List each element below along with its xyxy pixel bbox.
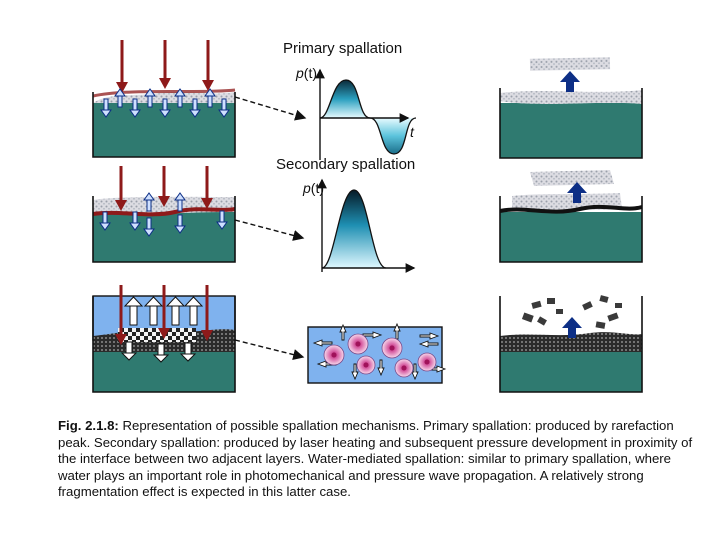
- water-sample-left: [92, 285, 236, 393]
- connector-arrow: [234, 219, 305, 241]
- pressure-arrow: [120, 296, 204, 363]
- secondary-sample-right: [499, 170, 643, 263]
- caption-lead: Fig. 2.1.8:: [58, 418, 119, 433]
- secondary-spallation-title: Secondary spallation: [276, 156, 416, 173]
- fragment: [521, 295, 622, 329]
- pressure-axis-label: p(t): [303, 180, 325, 196]
- secondary-sample-left: [92, 166, 236, 263]
- water-sample-right: [499, 295, 643, 393]
- laser-beam-arrow: [115, 166, 213, 211]
- pressure-arrow: [100, 88, 230, 118]
- ejection-arrow: [562, 317, 582, 338]
- laser-beam-arrow: [116, 40, 214, 93]
- caption-text: Representation of possible spallation me…: [58, 418, 693, 500]
- primary-pressure-plot: [315, 68, 417, 160]
- pressure-arrow: [312, 322, 447, 381]
- connector-arrow: [234, 96, 307, 121]
- primary-sample-right: [499, 57, 643, 159]
- secondary-pressure-plot: [317, 178, 416, 273]
- ejection-arrow: [567, 182, 587, 203]
- laser-beam-arrow: [115, 285, 213, 345]
- figure-caption: Fig. 2.1.8: Representation of possible s…: [58, 418, 698, 501]
- time-axis-label: t: [410, 124, 414, 140]
- pressure-axis-label: p(t): [296, 65, 318, 81]
- pressure-arrow: [99, 192, 228, 237]
- connector-arrow: [234, 339, 305, 361]
- primary-sample-left: [92, 40, 236, 158]
- ejection-arrow: [560, 71, 580, 92]
- cavitation-bubbles-panel: [307, 322, 447, 384]
- primary-spallation-title: Primary spallation: [283, 40, 403, 57]
